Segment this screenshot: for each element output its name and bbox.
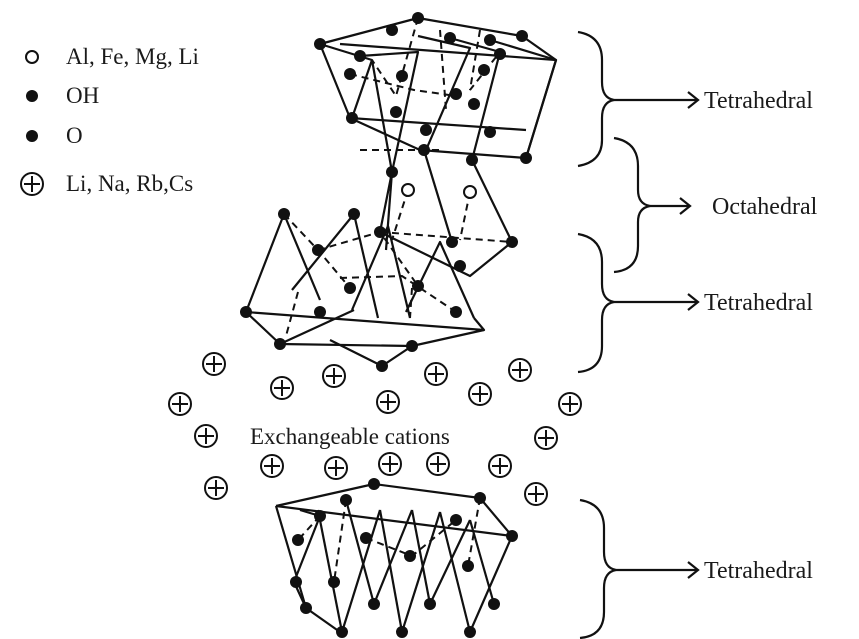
circle-plus-icon bbox=[270, 376, 294, 400]
layer-annotations: Tetrahedral Octahedral Tetrahedral Tetra… bbox=[577, 30, 818, 639]
circle-plus-icon bbox=[260, 454, 284, 478]
label-middle-tetrahedral: Tetrahedral bbox=[704, 290, 813, 316]
circle-plus-icon bbox=[20, 172, 44, 196]
circle-plus-icon bbox=[376, 390, 400, 414]
circle-plus-icon bbox=[322, 364, 346, 388]
legend-label-oh: OH bbox=[66, 83, 99, 108]
open-circle-icon bbox=[25, 50, 39, 64]
legend-label-cations: Li, Na, Rb,Cs bbox=[66, 171, 193, 196]
top-tetrahedral-sheet bbox=[314, 12, 558, 178]
middle-tetrahedral-sheet bbox=[240, 208, 486, 372]
legend-label-metals: Al, Fe, Mg, Li bbox=[66, 44, 199, 69]
circle-plus-icon bbox=[202, 352, 226, 376]
open-circle-icon bbox=[463, 185, 477, 199]
circle-plus-icon bbox=[508, 358, 532, 382]
brace-top-tetrahedral bbox=[577, 30, 615, 168]
label-bottom-tetrahedral: Tetrahedral bbox=[704, 558, 813, 584]
circle-plus-icon bbox=[168, 392, 192, 416]
exchangeable-cations: Exchangeable cations bbox=[168, 352, 582, 506]
open-circle-icon bbox=[401, 183, 415, 197]
brace-octahedral bbox=[613, 136, 651, 274]
legend-label-o: O bbox=[66, 123, 83, 148]
filled-circle-icon bbox=[26, 130, 38, 142]
circle-plus-icon bbox=[378, 452, 402, 476]
circle-plus-icon bbox=[194, 424, 218, 448]
octahedral-sheet bbox=[374, 149, 518, 278]
exchangeable-cations-label: Exchangeable cations bbox=[250, 424, 450, 449]
label-octahedral: Octahedral bbox=[712, 194, 818, 220]
circle-plus-icon bbox=[524, 482, 548, 506]
bottom-tetrahedral-sheet bbox=[274, 478, 518, 638]
circle-plus-icon bbox=[558, 392, 582, 416]
circle-plus-icon bbox=[488, 454, 512, 478]
circle-plus-icon bbox=[324, 456, 348, 480]
legend: Al, Fe, Mg, Li OH O Li, Na, Rb,Cs bbox=[20, 44, 199, 196]
brace-middle-tetrahedral bbox=[577, 232, 615, 374]
filled-circle-icon bbox=[26, 90, 38, 102]
circle-plus-icon bbox=[426, 452, 450, 476]
brace-bottom-tetrahedral bbox=[579, 498, 617, 639]
circle-plus-icon bbox=[534, 426, 558, 450]
circle-plus-icon bbox=[204, 476, 228, 500]
circle-plus-icon bbox=[424, 362, 448, 386]
circle-plus-icon bbox=[468, 382, 492, 406]
label-top-tetrahedral: Tetrahedral bbox=[704, 88, 813, 114]
